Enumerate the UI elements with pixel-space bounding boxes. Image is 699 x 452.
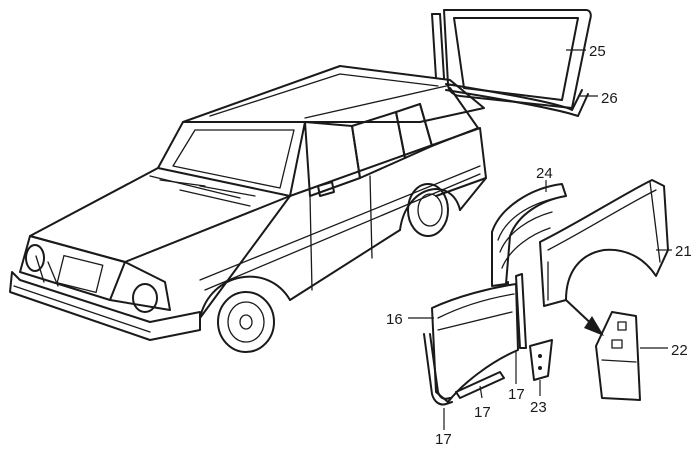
rear-quarter-panel-part [539,179,669,307]
callout-24: 24 [536,165,553,182]
sill-strip-vertical-part [423,333,453,406]
rear-strip-part [445,83,589,117]
callout-21: 21 [675,243,692,260]
car-illustration [9,65,487,353]
callout-22: 22 [671,342,688,359]
tailgate-seal-part [431,9,592,109]
sill-strip-horizontal-part [455,371,505,399]
inner-wheelhouse-part [491,183,567,287]
rocker-panel-part [431,283,519,403]
assembly-arrow [565,299,604,336]
callout-17-left: 17 [435,431,452,448]
callout-16: 16 [386,311,403,328]
callout-17-middle: 17 [508,386,525,403]
leader-lines [408,49,672,430]
callout-26: 26 [601,90,618,107]
rear-closing-panel-part [595,311,641,401]
bracket-part [529,339,553,381]
callout-17-horizontal: 17 [474,404,491,421]
callout-23: 23 [530,399,547,416]
callout-25: 25 [589,43,606,60]
